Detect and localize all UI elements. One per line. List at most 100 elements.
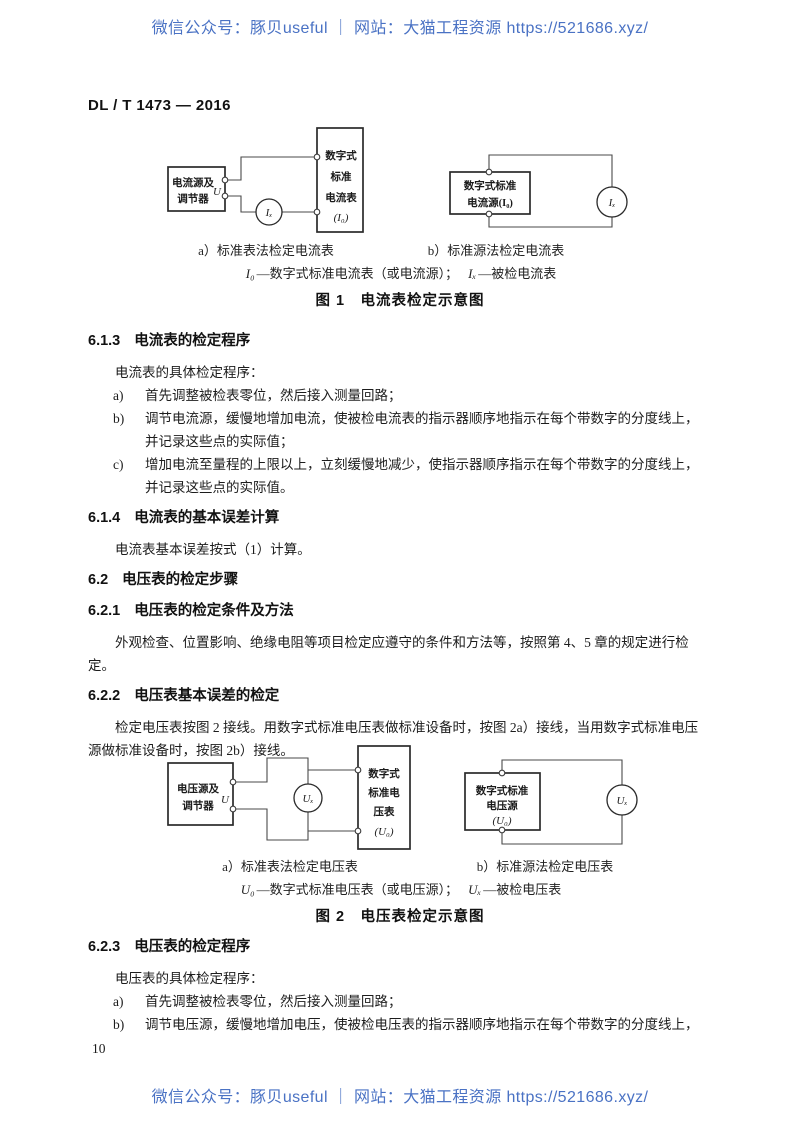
- terminal: [313, 153, 321, 161]
- source-box-label: 电流源及: [172, 176, 214, 189]
- item-text: 首先调整被检表零位，然后接入测量回路；: [145, 388, 402, 403]
- wire: [488, 214, 613, 228]
- section-heading-62: 6.2 电压表的检定步骤: [88, 569, 712, 592]
- standard-voltmeter-box: [357, 745, 411, 850]
- voltmeter-under-test: [293, 783, 323, 813]
- figure-2-diagrams: 电压源及 调节器 U Uₓ 数字式 标准电 压表: [88, 742, 712, 875]
- legend-symbol-u0: U₀: [240, 882, 255, 897]
- paragraph: 电压表的具体检定程序：: [88, 967, 712, 990]
- paragraph-line: 外观检查、位置影响、绝缘电阻等项目检定应遵守的条件和方法等，按照第 4、5 章的…: [88, 635, 689, 673]
- standard-box-label: (U₀): [374, 826, 393, 838]
- paragraph-line: 电压表的具体检定程序：: [115, 971, 264, 986]
- standard-box-label: 标准电: [367, 786, 400, 799]
- source-box-label: 电压源: [486, 799, 518, 812]
- list-item-a: a) 首先调整被检表零位，然后接入测量回路；: [88, 384, 712, 407]
- section-number: 6.1.4: [88, 510, 121, 526]
- voltage-u-label: U: [221, 794, 230, 806]
- terminal: [229, 778, 237, 786]
- section-number: 6.2: [88, 572, 109, 588]
- section-number: 6.2.2: [88, 688, 121, 704]
- terminal: [354, 766, 362, 774]
- section-title: 电流表的基本误差计算: [134, 510, 280, 526]
- legend-text: —数字式标准电压表（或电压源）；: [256, 882, 459, 897]
- voltmeter-label: Uₓ: [616, 795, 627, 807]
- circuit-fig1b: 数字式标准 电流源(I₀) Iₓ: [449, 154, 628, 228]
- standard-box-label: 电流表: [325, 191, 357, 204]
- standard-box-label: 压表: [374, 805, 395, 818]
- figure-2a-diagram: 电压源及 调节器 U Uₓ 数字式 标准电 压表: [160, 742, 420, 875]
- terminal: [221, 176, 229, 184]
- section-title: 电压表的检定程序: [134, 939, 251, 955]
- terminal: [498, 826, 506, 834]
- paragraph: 外观检查、位置影响、绝缘电阻等项目检定应遵守的条件和方法等，按照第 4、5 章的…: [88, 631, 712, 677]
- ammeter-label: Iₓ: [265, 207, 273, 219]
- item-label: a): [113, 994, 124, 1009]
- item-line: 调节电流源，缓慢地增加电流，使被检电流表的指示器顺序地指示在每个带数字的分度线上…: [145, 411, 699, 426]
- doc-code: DL / T 1473 — 2016: [88, 97, 231, 114]
- item-line: 增加电流至量程的上限以上，立刻缓慢地减少，使指示器顺序指示在每个带数字的分度线上…: [145, 457, 699, 472]
- item-line: 并记录这些点的实际值。: [145, 480, 294, 495]
- item-label: c): [113, 457, 124, 472]
- voltage-u-label: U: [213, 186, 222, 198]
- figure-1-legend: I₀—数字式标准电流表（或电流源）；Iₓ—被检电流表: [88, 263, 712, 282]
- standard-box-label: (I₀): [334, 212, 349, 224]
- ammeter-label: Iₓ: [608, 197, 616, 209]
- source-box-label: (U₀): [492, 815, 511, 827]
- section-heading-614: 6.1.4 电流表的基本误差计算: [88, 507, 712, 530]
- standard-box-label: 数字式: [324, 149, 357, 162]
- figure-1a-diagram: 电流源及 调节器 U Iₓ 数字式 标准 电流表 (I₀): [160, 124, 372, 259]
- paragraph: 电流表的具体检定程序：: [88, 361, 712, 384]
- terminal: [354, 827, 362, 835]
- section-number: 6.2.1: [88, 603, 121, 619]
- standard-box-label: 数字式: [367, 767, 400, 780]
- current-source-box: [167, 166, 226, 212]
- ammeter-under-test: [255, 198, 283, 226]
- section-title: 电压表的检定条件及方法: [134, 603, 294, 619]
- source-box-label: 数字式标准: [475, 784, 529, 797]
- terminal: [221, 192, 229, 200]
- figure-2b-diagram: 数字式标准 电压源 (U₀) Uₓ b）标准源法检定电压表: [455, 742, 685, 875]
- terminal: [229, 805, 237, 813]
- item-text: 调节电流源，缓慢地增加电流，使被检电流表的指示器顺序地指示在每个带数字的分度线上…: [145, 407, 712, 453]
- terminal: [485, 168, 493, 176]
- item-line: 并记录这些点的实际值；: [145, 434, 294, 449]
- terminal: [498, 769, 506, 777]
- figure-1-title: 图 1 电流表检定示意图: [315, 293, 485, 309]
- item-label: b): [113, 1017, 125, 1032]
- list-item-a: a) 首先调整被检表零位，然后接入测量回路；: [88, 990, 712, 1013]
- section-title: 电压表的检定步骤: [122, 572, 239, 588]
- terminal: [313, 208, 321, 216]
- list-item-b: b) 调节电压源，缓慢地增加电压，使被检电压表的指示器顺序地指示在每个带数字的分…: [88, 1013, 712, 1036]
- paragraph-line: 电流表基本误差按式（1）计算。: [115, 542, 311, 557]
- source-box-label: 数字式标准: [463, 179, 517, 192]
- paragraph: 检定电压表按图 2 接线。用数字式标准电压表做标准设备时，按图 2a）接线，当用…: [88, 716, 712, 762]
- paragraph: 电流表基本误差按式（1）计算。: [88, 538, 712, 561]
- ammeter-under-test: [596, 186, 628, 218]
- figure-1b-diagram: 数字式标准 电流源(I₀) Iₓ b）标准源法检定电流表: [428, 124, 672, 259]
- figure-2-title: 图 2 电压表检定示意图: [315, 909, 485, 925]
- figure-2a-caption: a）标准表法检定电压表: [222, 859, 358, 874]
- footer-watermark: 微信公众号：豚贝useful ｜ 网站：大猫工程资源 https://52168…: [0, 1083, 800, 1107]
- body-sections-2: 6.2.3 电压表的检定程序 电压表的具体检定程序： a) 首先调整被检表零位，然…: [88, 936, 712, 1036]
- voltmeter-under-test: [606, 784, 638, 816]
- standard-ammeter-box: [316, 127, 364, 233]
- header-watermark: 微信公众号：豚贝useful ｜ 网站：大猫工程资源 https://52168…: [0, 14, 800, 38]
- paragraph-line: 源做标准设备时，按图 2b）接线。: [88, 743, 294, 758]
- figure-1-diagrams: 电流源及 调节器 U Iₓ 数字式 标准 电流表 (I₀): [88, 124, 712, 259]
- wire: [488, 154, 613, 187]
- figure-2b-caption: b）标准源法检定电压表: [476, 859, 614, 874]
- figure-2: 电压源及 调节器 U Uₓ 数字式 标准电 压表: [88, 742, 712, 926]
- item-text: 增加电流至量程的上限以上，立刻缓慢地减少，使指示器顺序指示在每个带数字的分度线上…: [145, 453, 712, 499]
- paragraph-line: 电流表的具体检定程序：: [115, 365, 264, 380]
- header-watermark-text: 微信公众号：豚贝useful ｜ 网站：大猫工程资源 https://52168…: [151, 20, 649, 37]
- figure-1b-caption: b）标准源法检定电流表: [427, 243, 565, 258]
- circuit-fig2a: 电压源及 调节器 U Uₓ 数字式 标准电 压表: [167, 745, 411, 850]
- section-title: 电压表基本误差的检定: [134, 688, 280, 704]
- section-number: 6.1.3: [88, 333, 121, 349]
- figure-1: 电流源及 调节器 U Iₓ 数字式 标准 电流表 (I₀): [88, 124, 712, 310]
- standard-box-label: 标准: [330, 170, 352, 183]
- section-number: 6.2.3: [88, 939, 121, 955]
